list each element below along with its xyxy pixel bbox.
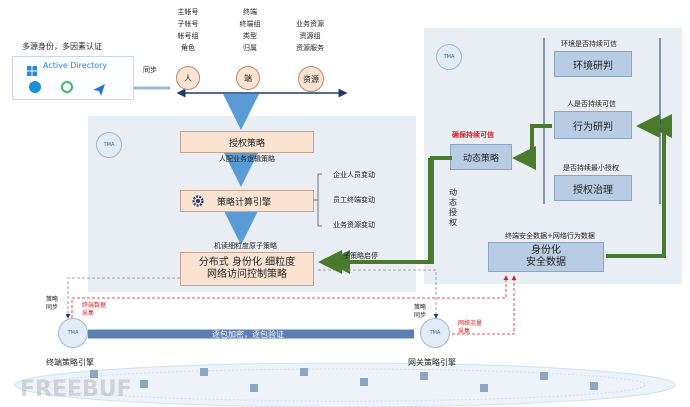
engine-label: 策略计算引擎 bbox=[217, 197, 272, 208]
data-note: 终端安全数据+网络行为数据 bbox=[505, 232, 595, 240]
terminal-attr: 终端组 bbox=[239, 20, 261, 28]
dynamic-auth-label: 动态授权 bbox=[449, 188, 457, 227]
control-line-1: 分布式 身份化 细粒度 bbox=[198, 257, 296, 268]
sync-label-right: 策略同步 bbox=[414, 304, 427, 319]
traffic-data-line bbox=[452, 275, 517, 335]
env-question: 环境是否持续可信 bbox=[561, 40, 617, 48]
engine-box: 策略计算引擎 bbox=[180, 190, 314, 212]
device-icon bbox=[540, 372, 548, 380]
person-attr: 主帐号 bbox=[177, 8, 199, 16]
device-icon bbox=[590, 382, 598, 390]
data-to-behavior-arrow bbox=[606, 114, 666, 258]
person-attr: 角色 bbox=[181, 44, 195, 52]
resource-attr: 业务资源 bbox=[296, 20, 324, 28]
tma-icon: TMA bbox=[96, 132, 122, 158]
dynamic-to-control-arrow bbox=[318, 156, 452, 274]
sync-right-line bbox=[318, 269, 439, 319]
feishu-icon bbox=[29, 81, 41, 93]
tunnel-label: 逐包加密，逐包验证 bbox=[212, 330, 284, 339]
sync-label-left: 策略同步 bbox=[46, 296, 59, 311]
traffic-data-label: 网络流量采集 bbox=[458, 320, 483, 335]
terminal-attr: 归属 bbox=[243, 44, 257, 52]
engine-note: 机读细粒度原子策略 bbox=[214, 242, 277, 250]
resource-attr: 资源服务 bbox=[296, 44, 324, 52]
control-line-2: 网络访问控制策略 bbox=[207, 269, 287, 280]
device-icon bbox=[90, 370, 98, 378]
sync-left-line bbox=[65, 277, 180, 319]
atomic-start-label: 原子策略启停 bbox=[336, 252, 378, 260]
terminal-attrs: 终端 终端组 类型 归属 bbox=[232, 8, 268, 53]
privilege-question: 是否持续最小授权 bbox=[563, 164, 619, 172]
terminal-node: 端 bbox=[236, 66, 260, 90]
send-icon bbox=[93, 81, 105, 96]
identity-data-box: 身份化 安全数据 bbox=[488, 242, 604, 272]
gateway-engine-icon: TMA bbox=[420, 318, 450, 348]
device-icon bbox=[200, 368, 208, 376]
behavior-box: 行为研判 bbox=[554, 111, 632, 139]
data-line-2: 安全数据 bbox=[526, 257, 566, 268]
env-box: 环境研判 bbox=[554, 51, 632, 77]
resource-attr: 资源组 bbox=[299, 32, 321, 40]
endpoint-engine-label: 终端策略引擎 bbox=[46, 358, 94, 367]
resource-node: 资源 bbox=[298, 66, 324, 92]
source-title: 多源身份，多因素认证 bbox=[22, 42, 102, 51]
gear-icon bbox=[191, 194, 205, 208]
dynamic-title: 确保持续可信 bbox=[452, 131, 494, 139]
device-icon bbox=[250, 384, 258, 392]
behavior-question: 人是否持续可信 bbox=[567, 100, 616, 108]
ad-label: Active Directory bbox=[43, 61, 108, 70]
person-attr: 帐号组 bbox=[177, 32, 199, 40]
person-attr: 子帐号 bbox=[177, 20, 199, 28]
resource-attrs: 业务资源 资源组 资源服务 bbox=[290, 20, 330, 53]
behavior-to-dynamic-arrow bbox=[512, 124, 552, 170]
device-icon bbox=[480, 384, 488, 392]
identity-sources-box: Active Directory bbox=[12, 56, 134, 100]
gateway-engine-label: 网关策略引擎 bbox=[408, 358, 456, 367]
change-item: 业务资源变动 bbox=[333, 221, 375, 229]
dynamic-policy-box: 动态策略 bbox=[450, 144, 512, 170]
device-icon bbox=[420, 372, 428, 380]
device-icon bbox=[300, 368, 308, 376]
person-attrs: 主帐号 子帐号 帐号组 角色 bbox=[170, 8, 206, 53]
change-item: 企业人员变动 bbox=[333, 171, 375, 179]
control-policy-box: 分布式 身份化 细粒度 网络访问控制策略 bbox=[180, 252, 314, 286]
tma-icon: TMA bbox=[436, 44, 462, 70]
person-node: 人 bbox=[176, 66, 200, 90]
watermark: FREEBUF bbox=[20, 377, 132, 402]
privilege-box: 授权治理 bbox=[554, 175, 632, 201]
terminal-attr: 类型 bbox=[243, 32, 257, 40]
data-line-1: 身份化 bbox=[531, 245, 561, 256]
device-icon bbox=[140, 380, 148, 388]
auth-policy-box: 授权策略 bbox=[180, 131, 314, 153]
terminal-data-line bbox=[71, 275, 509, 318]
chat-icon bbox=[61, 81, 73, 93]
terminal-data-label: 终端数据采集 bbox=[82, 302, 107, 317]
network-ground bbox=[14, 362, 676, 407]
terminal-attr: 终端 bbox=[243, 8, 257, 16]
change-item: 员工终端变动 bbox=[333, 196, 375, 204]
auth-note: 人配业务逻辑策略 bbox=[219, 155, 275, 163]
sync-label: 同步 bbox=[143, 66, 157, 74]
device-icon bbox=[360, 378, 368, 386]
endpoint-engine-icon: TMA bbox=[58, 318, 88, 348]
windows-icon bbox=[27, 61, 37, 76]
